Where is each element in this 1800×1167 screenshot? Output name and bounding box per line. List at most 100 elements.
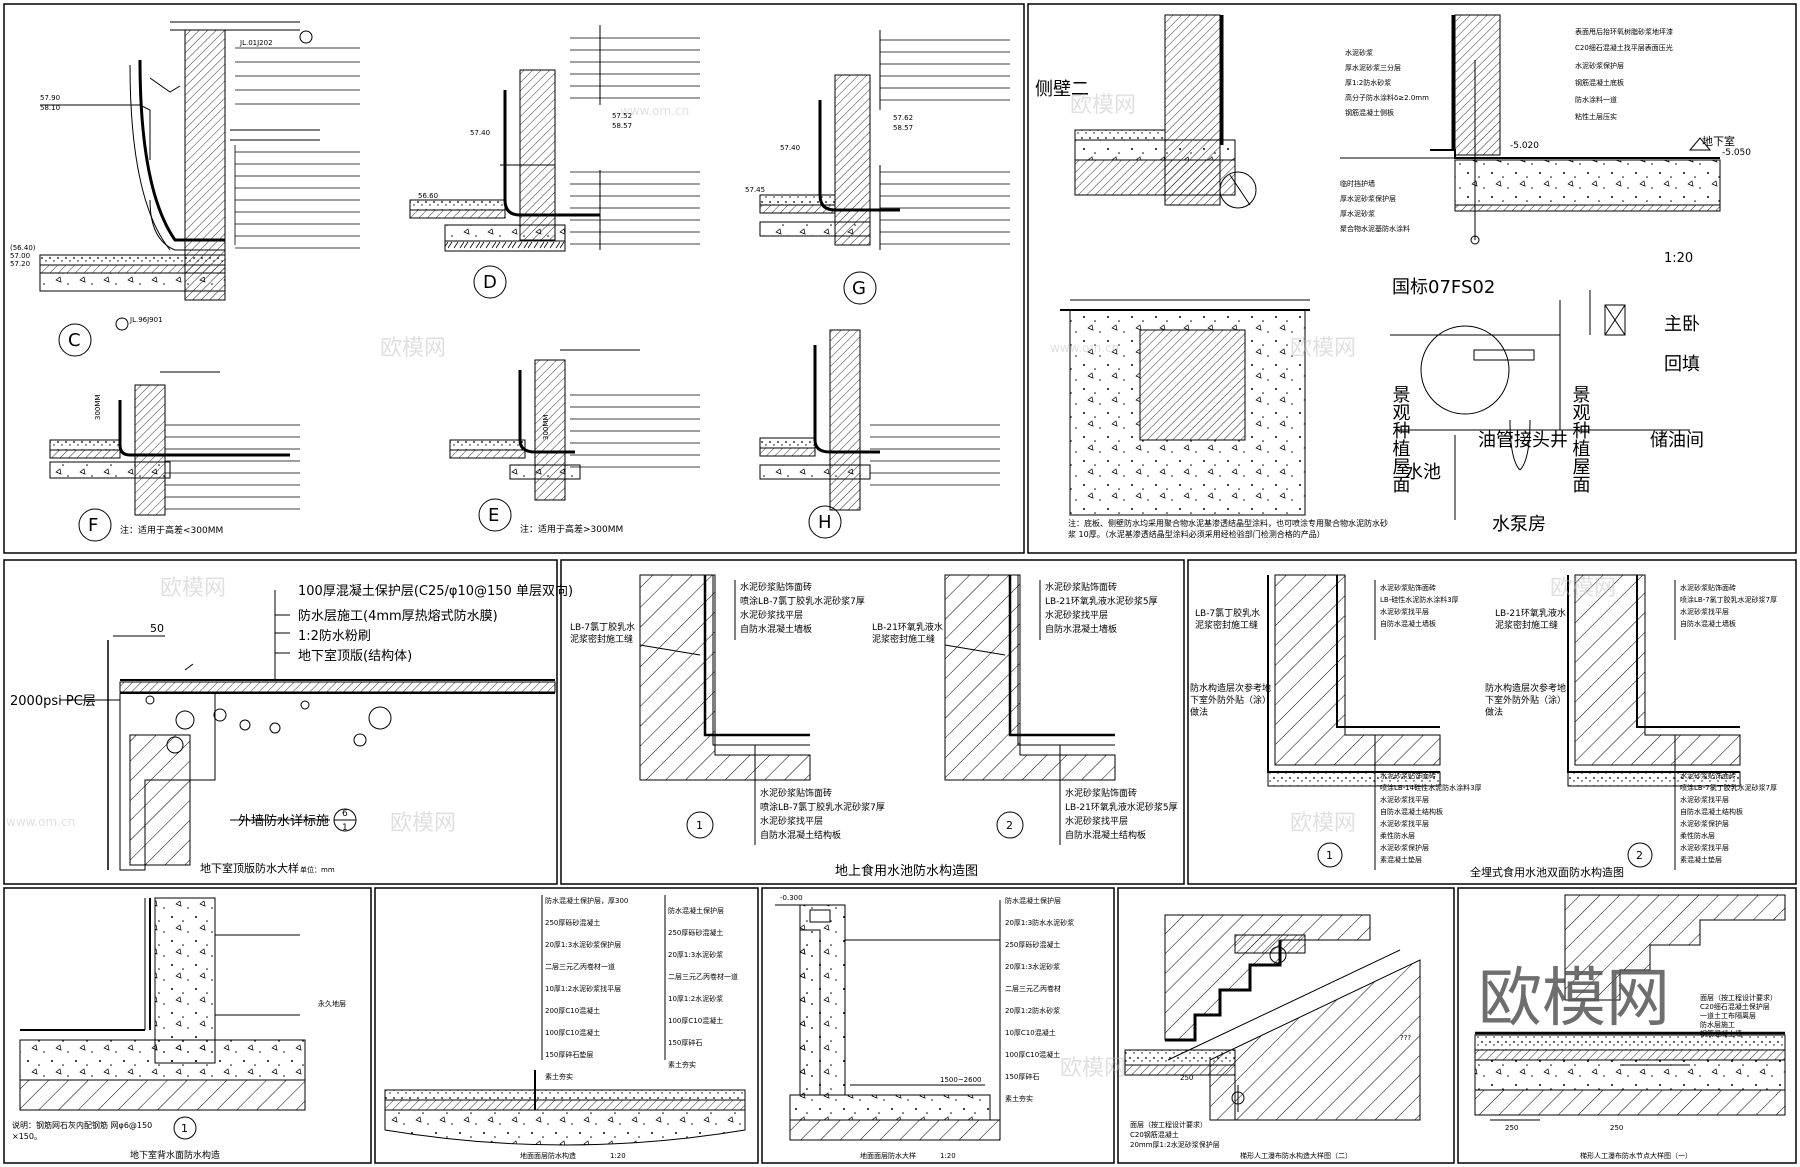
p9-note-1: 面层（按工程设计要求） [1130, 1120, 1207, 1129]
panel2-details: 侧壁二 1:20 地下室 -5.020 -5.050 国标07FS02 主卧 回… [1035, 14, 1751, 539]
ref-c-2: JL.96J901 [129, 316, 163, 324]
svg-text:水泥砂浆贴饰面砖: 水泥砂浆贴饰面砖 [760, 787, 832, 799]
scale-p2: 1:20 [1664, 251, 1693, 266]
elev-g-1: 57.40 [780, 144, 800, 152]
svg-text:水泥砂浆找平层: 水泥砂浆找平层 [760, 815, 823, 827]
p5-top2: 水泥砂浆贴饰面砖 喷涂LB-7氯丁胶乳水泥砂浆7厚 水泥砂浆找平层 自防水混凝土… [1680, 583, 1777, 628]
svg-text:表面甩后抬环氧树脂砂浆地坪漆: 表面甩后抬环氧树脂砂浆地坪漆 [1575, 27, 1673, 36]
svg-text:喷涂LB-7氯丁胶乳水泥砂浆7厚: 喷涂LB-7氯丁胶乳水泥砂浆7厚 [760, 801, 885, 813]
svg-text:厚水泥砂浆三分层: 厚水泥砂浆三分层 [1345, 63, 1401, 72]
panel7-floor: 防水混凝土保护层，厚300 250厚砾砂混凝土 20厚1:3水泥砂浆保护层 二层… [384, 895, 746, 1160]
svg-text:面层（按工程设计要求）: 面层（按工程设计要求） [1700, 993, 1777, 1002]
svg-text:钢筋混凝土底板: 钢筋混凝土底板 [1575, 78, 1624, 87]
svg-text:100厚C10混凝土: 100厚C10混凝土 [668, 1016, 723, 1025]
svg-text:二层三元乙丙卷材一道: 二层三元乙丙卷材一道 [545, 962, 615, 971]
p6-num: 1 [181, 1122, 188, 1135]
p3-dim: 50 [150, 622, 164, 635]
svg-text:水泥砂浆找平层: 水泥砂浆找平层 [1680, 843, 1729, 852]
svg-text:250厚砾砂混凝土: 250厚砾砂混凝土 [668, 928, 723, 937]
panel2-layer-list: 表面甩后抬环氧树脂砂浆地坪漆 C20细石混凝土找平层表面压光 水泥砂浆 厚水泥砂… [1340, 27, 1673, 233]
wm-url-3: www.om.cn [6, 815, 75, 829]
svg-text:LB-21环氧乳液水泥砂浆5厚: LB-21环氧乳液水泥砂浆5厚 [1045, 595, 1158, 607]
note-f: 注：适用于高差<300MM [120, 524, 223, 536]
p5-title: 全埋式食用水池双面防水构造图 [1470, 865, 1624, 879]
svg-text:水泥砂浆: 水泥砂浆 [1345, 48, 1373, 57]
room-5: 油管接头井 [1478, 430, 1568, 451]
room-1: 主卧 [1664, 314, 1700, 335]
p4-bot2: 水泥砂浆贴饰面砖 LB-21环氧乳液水泥砂浆5厚 水泥砂浆找平层 自防水混凝土结… [1065, 787, 1178, 841]
elev-c-5: 57.20 [10, 260, 30, 268]
wm-1: 欧模网 [380, 336, 446, 361]
p5-right-side: LB-21环氧乳液水泥浆密封施工缝 [1495, 609, 1566, 631]
panel9-waterfall-2: ??? 250 面层（按工程设计要求） C20钢筋混凝土 20mm厚1:2水泥砂… [1124, 914, 1421, 1160]
svg-text:250厚砾砂混凝土: 250厚砾砂混凝土 [1005, 940, 1060, 949]
wm-2: 欧模网 [1070, 93, 1136, 118]
p9-title: 梯形人工瀑布防水构造大样图（二） [1240, 1151, 1352, 1160]
svg-text:150厚碎石: 150厚碎石 [668, 1038, 702, 1047]
svg-text:LB-硅性水泥防水涂料3厚: LB-硅性水泥防水涂料3厚 [1380, 595, 1459, 604]
svg-text:20厚1:2防水砂浆: 20厚1:2防水砂浆 [1005, 1006, 1060, 1015]
detail-g-leaders [880, 39, 1010, 245]
p10-label-list: 面层（按工程设计要求） C20细石混凝土保护层 一道土工布隔离层 防水层施工 钢… [1700, 993, 1777, 1038]
svg-text:200厚C10混凝土: 200厚C10混凝土 [545, 1006, 600, 1015]
svg-text:100厚C10混凝土: 100厚C10混凝土 [1005, 1050, 1060, 1059]
elev-g-3: 57.62 [893, 114, 913, 122]
svg-text:水泥砂浆贴饰面砖: 水泥砂浆贴饰面砖 [1380, 583, 1436, 592]
svg-text:20厚1:3水泥砂浆: 20厚1:3水泥砂浆 [1005, 962, 1060, 971]
basement-p2: 地下室 [1702, 134, 1735, 148]
elev-d-4: 58.57 [612, 122, 632, 130]
p9-dim-1: ??? [1400, 1034, 1411, 1042]
svg-text:水泥砂浆找平层: 水泥砂浆找平层 [1680, 795, 1729, 804]
svg-text:粘性土层压实: 粘性土层压实 [1575, 112, 1617, 121]
side-label: 侧壁二 [1035, 79, 1089, 100]
room-2: 回填 [1664, 354, 1700, 375]
std-p2: 国标07FS02 [1392, 277, 1495, 298]
panel10-waterfall-1: 面层（按工程设计要求） C20细石混凝土保护层 一道土工布隔离层 防水层施工 钢… [1474, 894, 1786, 1160]
wm-3: 欧模网 [1290, 336, 1356, 361]
svg-text:10厚1:2水泥砂浆找平层: 10厚1:2水泥砂浆找平层 [545, 984, 621, 993]
p4-title: 地上食用水池防水构造图 [835, 863, 978, 879]
elev-c-4: 57.00 [10, 252, 30, 260]
p8-dim: 1500~2600 [940, 1076, 982, 1084]
label-c: C [68, 330, 81, 351]
svg-text:水泥砂浆保护层: 水泥砂浆保护层 [1575, 61, 1624, 70]
svg-text:水泥砂浆找平层: 水泥砂浆找平层 [740, 609, 803, 621]
label-e: E [488, 505, 499, 526]
svg-text:水泥砂浆找平层: 水泥砂浆找平层 [1380, 795, 1429, 804]
p3-title: 地下室顶版防水大样 [200, 861, 299, 875]
elev-d-3: 57.52 [612, 112, 632, 120]
svg-text:20厚1:3防水水泥砂浆: 20厚1:3防水水泥砂浆 [1005, 918, 1074, 927]
wm-4: 欧模网 [160, 576, 226, 601]
svg-text:素混凝土垫层: 素混凝土垫层 [1680, 855, 1722, 864]
svg-text:自防水混凝土结构板: 自防水混凝土结构板 [1680, 807, 1743, 816]
detail-e [449, 349, 640, 532]
svg-text:水泥砂浆找平层: 水泥砂浆找平层 [1380, 819, 1429, 828]
p3-leader-4: 地下室顶版(结构体) [298, 648, 412, 664]
svg-text:喷涂LB-7氯丁胶乳水泥砂浆7厚: 喷涂LB-7氯丁胶乳水泥砂浆7厚 [1680, 783, 1777, 792]
wm-8: 欧模网 [1060, 1056, 1126, 1081]
svg-text:自防水混凝土墙板: 自防水混凝土墙板 [1380, 619, 1436, 628]
p5-bot2: 水泥砂浆贴饰面砖 喷涂LB-7氯丁胶乳水泥砂浆7厚 水泥砂浆找平层 自防水混凝土… [1680, 771, 1777, 864]
detail-h-leaders [870, 424, 1000, 486]
p4-top1: 水泥砂浆贴饰面砖 喷涂LB-7氯丁胶乳水泥砂浆7厚 水泥砂浆找平层 自防水混凝土… [740, 581, 865, 635]
p4-top2: 水泥砂浆贴饰面砖 LB-21环氧乳液水泥砂浆5厚 水泥砂浆找平层 自防水混凝土墙… [1045, 581, 1158, 635]
p3-unit: 单位：mm [300, 865, 335, 874]
svg-text:20厚1:3水泥砂浆保护层: 20厚1:3水泥砂浆保护层 [545, 940, 621, 949]
room-3: 景观种植屋面 [1390, 385, 1411, 493]
p9-note-2: C20钢筋混凝土 [1130, 1130, 1179, 1139]
panel6-backwater: 永久地层 1 地下室背水面防水构造 说明：钢筋网石灰内配钢筋 网φ6@150 ×… [12, 897, 346, 1161]
label-g: G [852, 278, 866, 299]
svg-text:厚水泥砂浆: 厚水泥砂浆 [1340, 209, 1375, 218]
room-6: 储油间 [1650, 430, 1704, 451]
svg-text:防水涂料一道: 防水涂料一道 [1575, 95, 1617, 104]
panel-frames [3, 3, 1797, 1164]
elev-c-1: 57.90 [40, 94, 60, 102]
p5-num-1: 1 [1326, 849, 1333, 862]
elev-g-2: 57.45 [745, 186, 765, 194]
panel4-pool: 水泥砂浆贴饰面砖 喷涂LB-7氯丁胶乳水泥砂浆7厚 水泥砂浆找平层 自防水混凝土… [570, 574, 1178, 879]
p3-wall: 外墙防水详标施 [238, 813, 329, 829]
svg-text:20厚1:3水泥砂浆: 20厚1:3水泥砂浆 [668, 950, 723, 959]
detail-f [49, 371, 290, 542]
detail-d [409, 25, 601, 299]
panel1-details: C JL.01J202 JL.96J901 57.90 58.10 (56.40… [10, 21, 1010, 542]
